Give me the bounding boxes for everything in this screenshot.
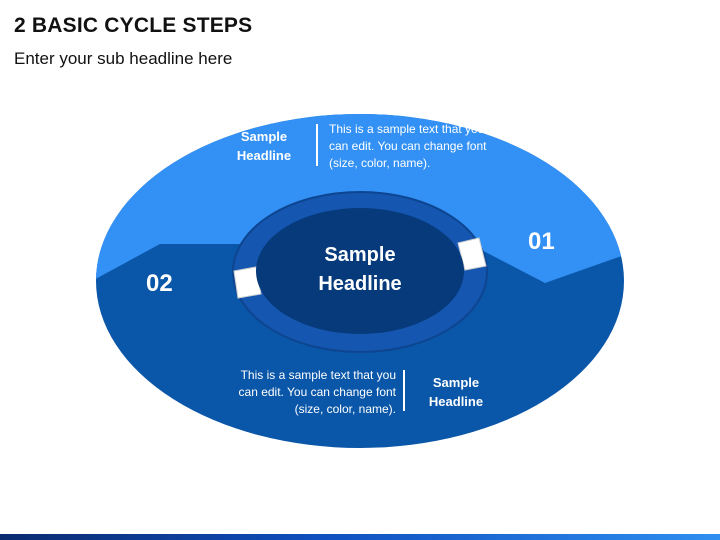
center-headline: Sample Headline — [318, 244, 402, 295]
center-disc — [256, 208, 464, 334]
step-2-text: This is a sample text that you can edit.… — [238, 368, 396, 416]
step-1-divider — [316, 124, 318, 166]
step-1-text: This is a sample text that you can edit.… — [329, 122, 487, 170]
footer-bar — [0, 534, 720, 540]
step-1-number: 01 — [528, 228, 555, 255]
step-1-headline: Sample Headline — [236, 129, 292, 163]
step-2-number: 02 — [146, 270, 173, 297]
step-2-headline: Sample Headline — [428, 375, 484, 409]
connector-left — [233, 266, 262, 299]
step-2-divider — [403, 370, 405, 411]
page-title: 2 BASIC CYCLE STEPS — [14, 14, 253, 37]
page-subtitle: Enter your sub headline here — [14, 49, 233, 68]
